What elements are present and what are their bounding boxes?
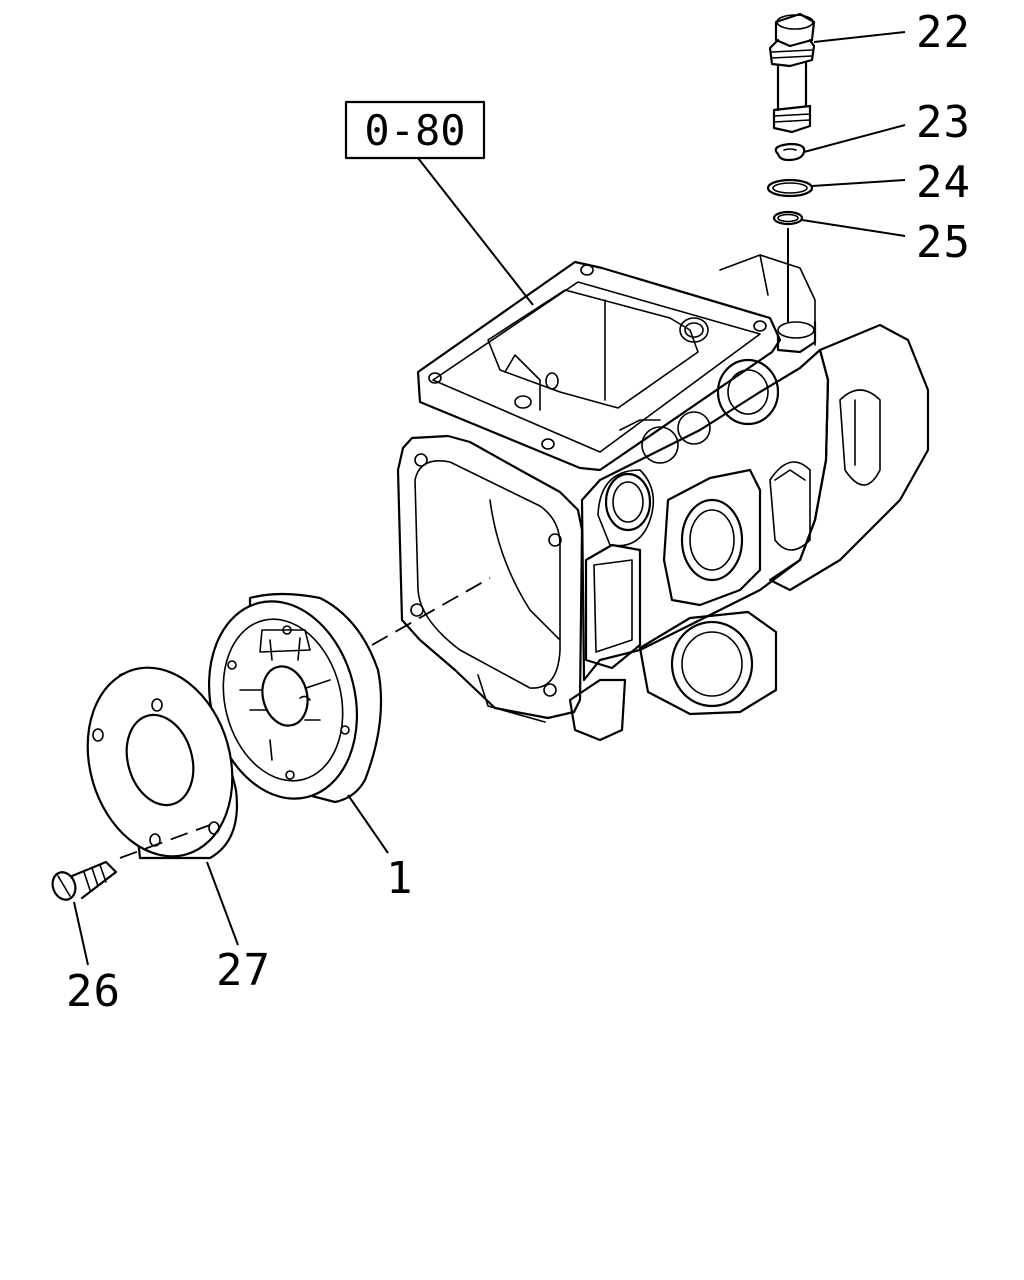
part-1-drive-hub [207, 577, 491, 854]
bolt-hole [541, 438, 555, 450]
housing-top-flange [416, 260, 782, 472]
part-22-valve-plug [768, 12, 816, 134]
part-25-leader [801, 219, 906, 237]
part-27-cover-plate [86, 666, 239, 946]
part-26-screw [51, 824, 211, 966]
hex-pad-upper [662, 468, 762, 607]
side-cover-plate [584, 543, 642, 670]
hub-bore [261, 665, 309, 727]
callout-26: 26 [66, 966, 121, 1017]
hex-pad-lower [638, 610, 778, 716]
housing-front-face [396, 434, 584, 720]
reference-leader-line [417, 157, 534, 306]
plate-face [86, 666, 234, 858]
bolt-hole [753, 320, 767, 332]
boss-hole [679, 317, 709, 343]
callout-25: 25 [916, 217, 971, 268]
part-1-leader [347, 794, 389, 854]
plate-bore [125, 713, 195, 807]
part-27-leader [206, 861, 239, 946]
pump-housing [396, 254, 930, 742]
screw-axis-centerline [119, 824, 211, 859]
part-23-leader [803, 124, 906, 153]
part-22-leader [813, 31, 906, 43]
callout-1: 1 [386, 853, 414, 904]
bolt-hole [580, 264, 594, 276]
housing-side-body [580, 348, 830, 682]
bolt-hole [428, 372, 442, 384]
callout-27: 27 [216, 945, 271, 996]
part-24-o-ring [766, 178, 814, 198]
reference-box-frame [344, 100, 486, 160]
callout-23: 23 [916, 97, 971, 148]
bottom-outlet [568, 678, 627, 742]
side-port [604, 472, 652, 532]
callout-24: 24 [916, 157, 971, 208]
callout-22: 22 [916, 7, 971, 58]
part-25-small-o-ring [772, 210, 804, 322]
reference-box-label: 0-80 [364, 106, 465, 155]
part-23-clip [774, 142, 806, 162]
hub-axis-centerline [371, 577, 491, 646]
upper-port [716, 358, 780, 426]
part-24-leader [811, 179, 906, 187]
reference-box: 0-80 [344, 100, 534, 306]
rear-mounting-flange [768, 323, 930, 592]
part-26-leader [73, 901, 89, 966]
